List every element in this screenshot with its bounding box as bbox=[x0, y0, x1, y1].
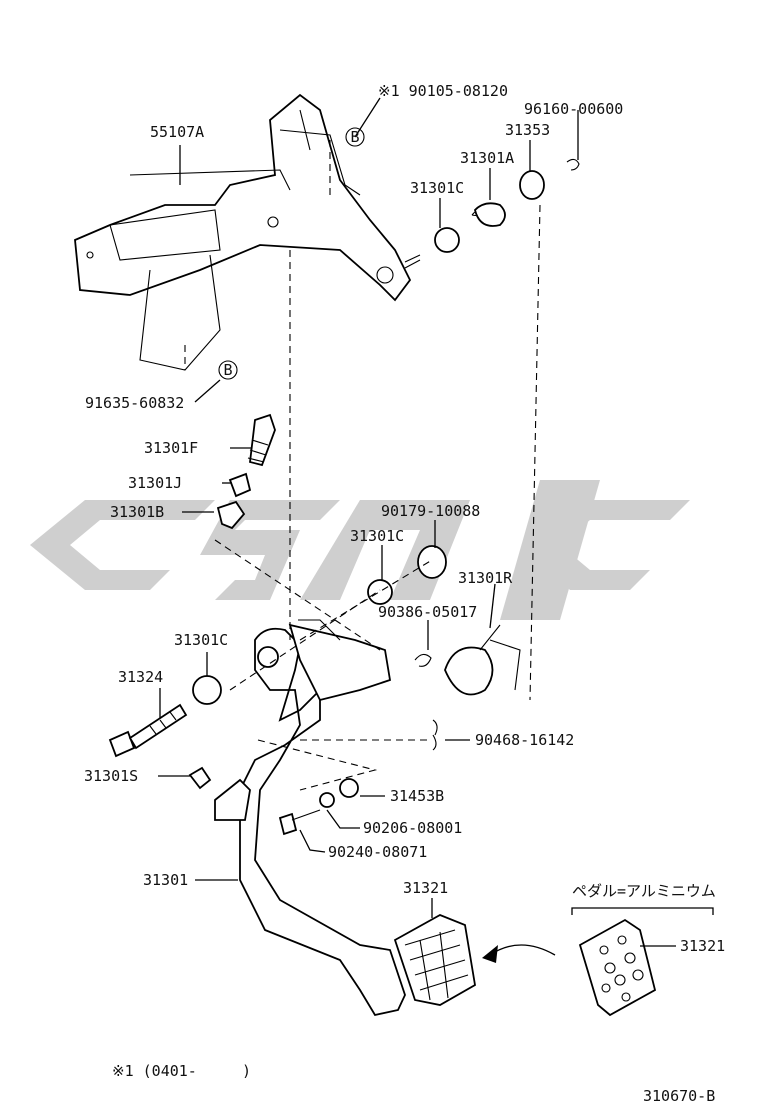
label-31324: 31324 bbox=[118, 668, 163, 686]
label-90179-10088: 90179-10088 bbox=[381, 502, 480, 520]
label-31301: 31301 bbox=[143, 871, 188, 889]
badge-label: B bbox=[350, 128, 359, 146]
label-31301A: 31301A bbox=[460, 149, 514, 167]
reference-badge-b-top: B bbox=[345, 127, 365, 147]
top-small-parts bbox=[434, 158, 580, 253]
label-31301S: 31301S bbox=[84, 767, 138, 785]
direction-arrow bbox=[489, 944, 556, 956]
label-31301C-top: 31301C bbox=[410, 179, 464, 197]
bracket-55107A bbox=[74, 93, 421, 371]
arrow-head bbox=[482, 945, 498, 963]
label-55107A: 55107A bbox=[150, 123, 204, 141]
diagram-id: 310670-B bbox=[643, 1087, 715, 1105]
label-90105-08120: ※1 90105-08120 bbox=[378, 82, 508, 100]
label-90206-08001: 90206-08001 bbox=[363, 819, 462, 837]
assembly-lines bbox=[184, 140, 541, 791]
left-fasteners bbox=[216, 413, 276, 530]
label-31453B: 31453B bbox=[390, 787, 444, 805]
label-31301C-low: 31301C bbox=[174, 631, 228, 649]
label-31321-aluminum: 31321 bbox=[680, 937, 725, 955]
label-90468-16142: 90468-16142 bbox=[475, 731, 574, 749]
watermark bbox=[30, 480, 690, 620]
footnote: ※1 (0401- ) bbox=[112, 1062, 251, 1080]
label-96160-00600: 96160-00600 bbox=[524, 100, 623, 118]
pedal-pad-rubber bbox=[393, 914, 476, 1006]
pedal-pad-aluminum bbox=[578, 918, 657, 1017]
label-91635-60832: 91635-60832 bbox=[85, 394, 184, 412]
label-31353: 31353 bbox=[505, 121, 550, 139]
label-90386-05017: 90386-05017 bbox=[378, 603, 477, 621]
badge-label: B bbox=[223, 361, 232, 379]
label-31301R: 31301R bbox=[458, 569, 513, 587]
label-aluminum-note: ペダル=アルミニウム bbox=[572, 882, 716, 900]
part-labels: 55107A ※1 90105-08120 96160-00600 31353 … bbox=[84, 82, 725, 1105]
label-31301C-mid: 31301C bbox=[350, 527, 404, 545]
label-31321-rubber: 31321 bbox=[403, 879, 448, 897]
bolt-31324 bbox=[108, 703, 188, 758]
leader-lines bbox=[158, 97, 676, 947]
label-90240-08071: 90240-08071 bbox=[328, 843, 427, 861]
note-bracket bbox=[571, 907, 714, 915]
pedal-arm-31301 bbox=[214, 619, 406, 1017]
label-31301B: 31301B bbox=[110, 503, 164, 521]
label-31301J: 31301J bbox=[128, 474, 182, 492]
reference-badge-b-bottom: B bbox=[218, 360, 238, 380]
label-31301F: 31301F bbox=[144, 439, 198, 457]
lower-small-parts bbox=[188, 766, 359, 836]
mid-parts bbox=[192, 545, 521, 751]
